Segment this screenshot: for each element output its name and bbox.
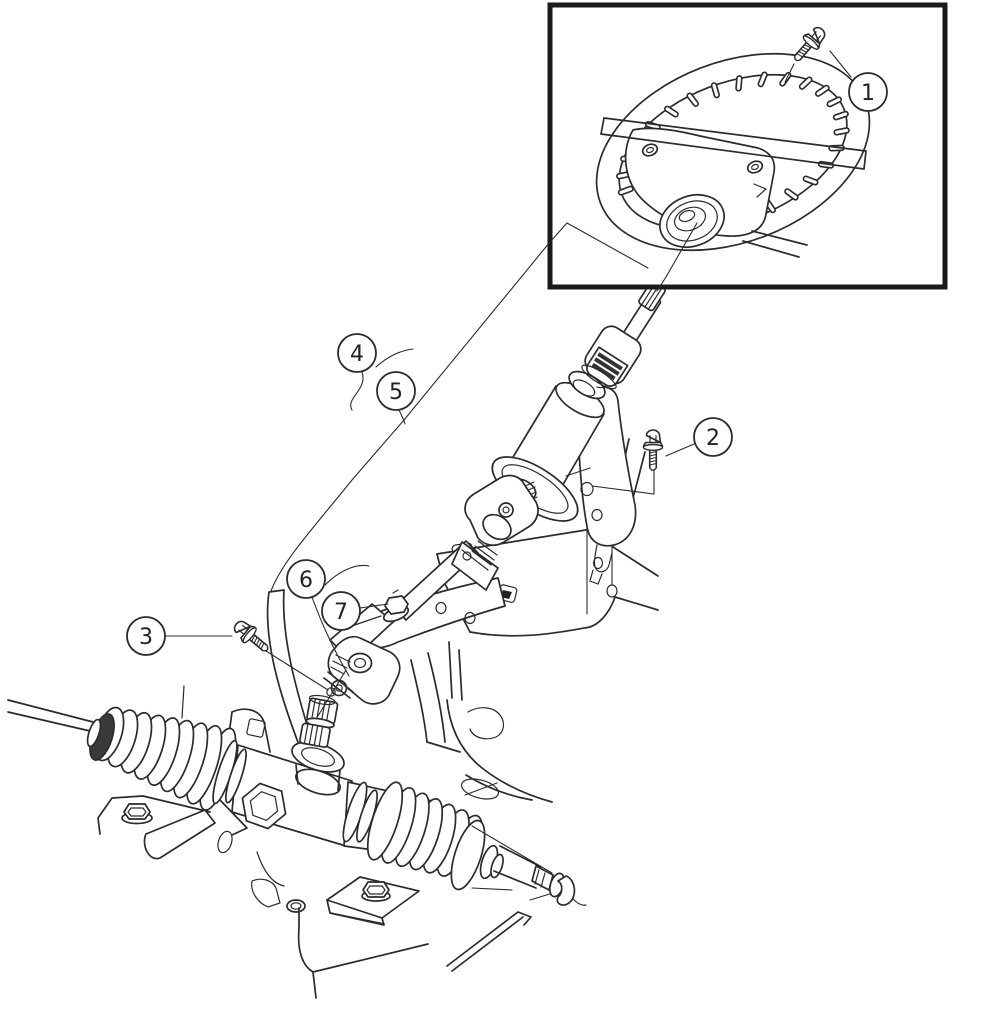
callout-6-number: 6 xyxy=(299,568,313,593)
callout-2-number: 2 xyxy=(706,426,720,451)
callout-4-circle[interactable] xyxy=(337,333,377,373)
hub-to-shaft-leader xyxy=(656,222,698,292)
callout-5[interactable]: 5 xyxy=(376,371,416,411)
wheel-hub xyxy=(659,193,725,249)
callout-3[interactable]: 3 xyxy=(126,616,166,656)
rack-hex-plug xyxy=(241,782,287,830)
steering-column xyxy=(451,370,609,591)
callout-2-circle[interactable] xyxy=(693,417,733,457)
callout-6-circle[interactable] xyxy=(286,559,326,599)
callout-1[interactable]: 1 xyxy=(848,72,888,112)
steering-shaft xyxy=(581,273,669,390)
pinch-bolt-nut xyxy=(384,595,409,615)
bellows-boot-right xyxy=(366,781,484,881)
tie-rod-end xyxy=(471,825,587,906)
pinion-input-shaft xyxy=(291,694,345,796)
callout-3-circle[interactable] xyxy=(126,616,166,656)
callout-2[interactable]: 2 xyxy=(693,417,733,457)
callout-4[interactable]: 4 xyxy=(337,333,377,373)
inset-bent-leader xyxy=(549,222,649,269)
callout-3-number: 3 xyxy=(139,625,153,650)
callout-5-circle[interactable] xyxy=(376,371,416,411)
leader-lines xyxy=(164,50,852,717)
callout-7-number: 7 xyxy=(334,600,348,625)
steering-wheel xyxy=(595,52,871,258)
rack-and-pinion xyxy=(86,694,587,906)
callout-7-circle[interactable] xyxy=(321,591,361,631)
callout-5-number: 5 xyxy=(389,380,403,405)
callout-6[interactable]: 6 xyxy=(286,559,326,599)
callout-1-circle[interactable] xyxy=(848,72,888,112)
inset-box xyxy=(547,2,948,292)
bellows-boot-left xyxy=(93,706,237,811)
callout-4-number: 4 xyxy=(350,342,364,367)
shaft-coupling xyxy=(581,325,642,390)
callouts: 1 2 3 4 5 6 7 xyxy=(126,72,888,656)
callout-1-number: 1 xyxy=(861,81,875,106)
callout-7[interactable]: 7 xyxy=(321,591,361,631)
upper-universal-joint xyxy=(451,474,539,591)
